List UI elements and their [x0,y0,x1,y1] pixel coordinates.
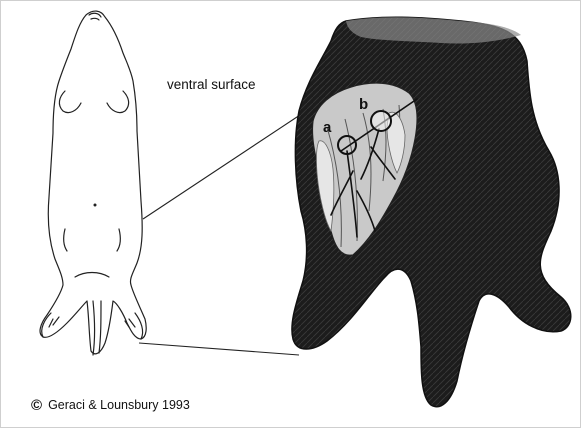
marker-a-label: a [323,119,332,136]
credit-text: Geraci & Lounsbury 1993 [48,398,190,412]
enlarged-hind-region [292,17,571,407]
animal-outline [40,11,146,355]
ventral-surface-label: ventral surface [167,77,256,92]
copyright-symbol: © [31,397,42,414]
connector-lines [139,113,303,355]
navel-dot [94,204,97,207]
site-b-circle [371,111,391,131]
marker-b-label: b [359,96,368,113]
copyright-credit: © Geraci & Lounsbury 1993 [31,397,190,414]
